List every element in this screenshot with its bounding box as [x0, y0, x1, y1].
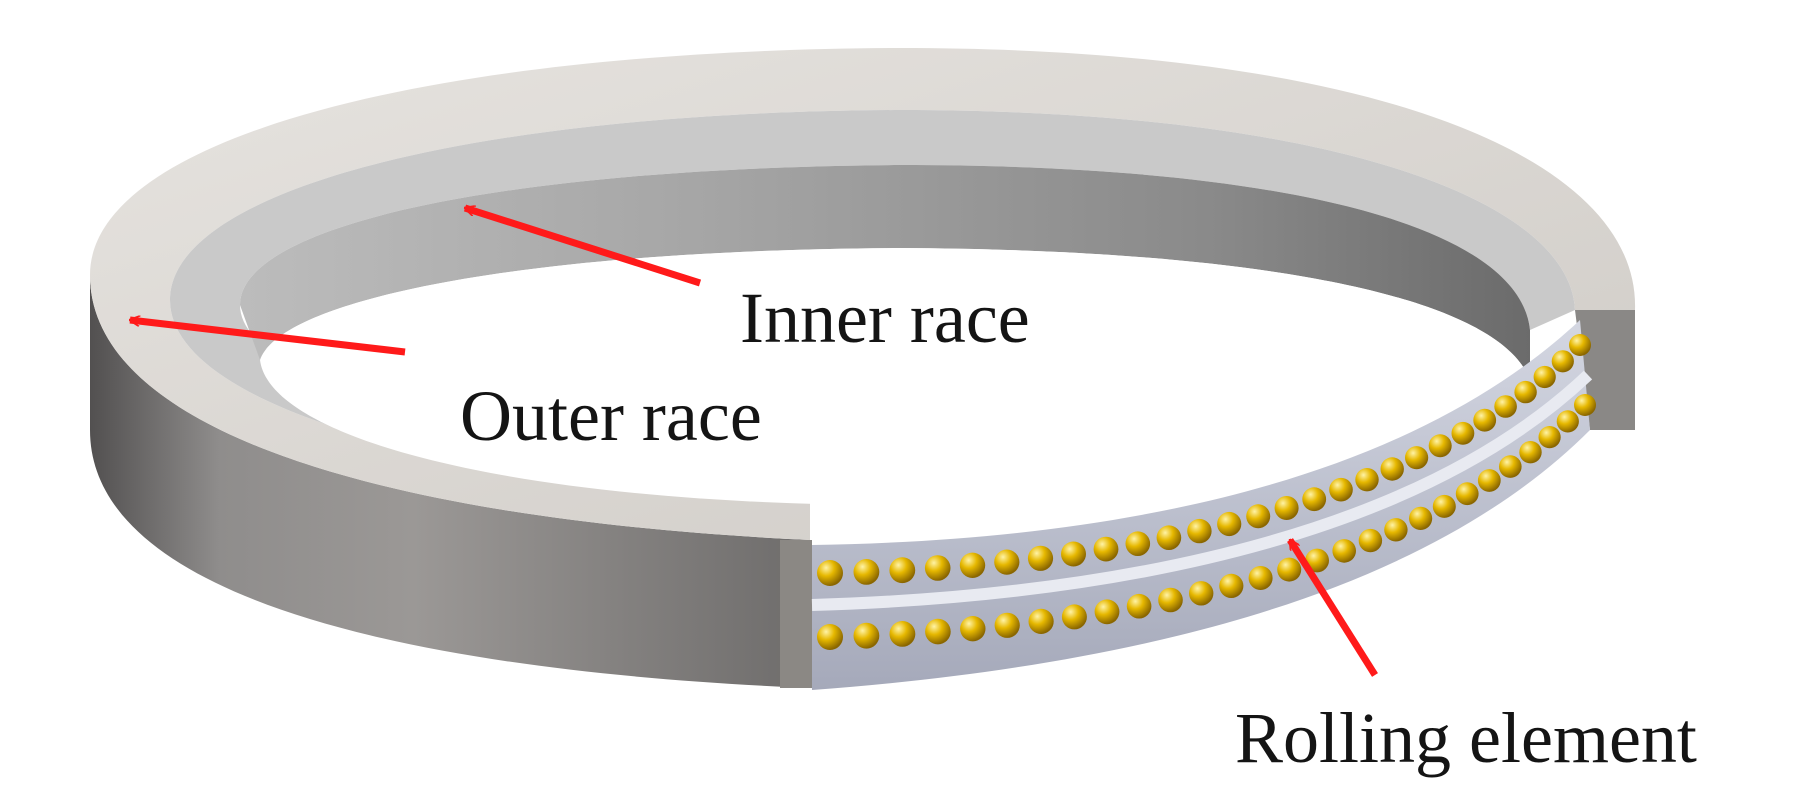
rolling-element-ball: [1499, 455, 1522, 478]
rolling-element-ball: [1305, 548, 1329, 573]
rolling-element-ball: [1358, 528, 1383, 553]
rolling-element-ball: [1538, 426, 1561, 449]
rolling-element-ball: [1248, 566, 1273, 590]
rolling-element-ball: [1094, 599, 1120, 625]
arrow-rolling-element: [1287, 540, 1378, 677]
rolling-element-ball: [1494, 395, 1517, 418]
rolling-element-ball: [1551, 350, 1574, 373]
rolling-element-ball: [817, 560, 843, 586]
rolling-element-ball: [1533, 365, 1556, 389]
rolling-element-ball: [817, 624, 843, 650]
rolling-element-ball: [959, 552, 986, 578]
rolling-element-ball: [1189, 581, 1214, 606]
rolling-element-ball: [924, 555, 951, 581]
rolling-element-ball: [1473, 408, 1497, 432]
rolling-element-ball: [1514, 380, 1537, 404]
rolling-element-ball: [1477, 469, 1501, 492]
track-separator: [811, 370, 1593, 611]
rolling-element-ball: [1217, 511, 1242, 537]
rolling-element-ball: [1574, 394, 1596, 416]
rolling-element-ball: [1187, 518, 1212, 544]
rolling-element-ball: [853, 622, 880, 649]
rolling-element-ball: [1093, 536, 1119, 562]
rolling-element-ball: [1246, 504, 1271, 529]
rolling-element-ball: [1432, 494, 1456, 518]
rolling-element-ball: [1061, 541, 1086, 567]
rolling-element-ball: [1126, 593, 1152, 619]
inner-race-wall: [240, 165, 1530, 380]
rolling-element-ball: [1405, 446, 1429, 470]
rolling-element-ball: [1428, 434, 1452, 458]
rolling-element-ball: [853, 559, 880, 585]
rolling-element-ball: [1451, 421, 1475, 445]
rolling-element-ball: [1409, 506, 1433, 530]
rolling-element-ball: [925, 618, 951, 645]
rolling-element-ball: [1519, 441, 1542, 464]
rolling-element-ball: [889, 621, 916, 647]
rolling-element-ball: [994, 612, 1020, 638]
label-outer-race: Outer race: [460, 376, 762, 456]
outer-race-end-face: [780, 540, 812, 688]
rolling-element-ball: [1158, 587, 1183, 613]
rolling-element-ball: [1277, 557, 1302, 582]
rolling-element-ball: [1556, 410, 1579, 433]
rolling-element-ball: [1061, 604, 1087, 630]
rolling-element-ball: [889, 557, 916, 584]
rolling-element-ball: [1028, 608, 1054, 635]
bearing-bore: [260, 248, 1530, 505]
rolling-element-ball: [1219, 573, 1244, 599]
rolling-element-ball: [1329, 477, 1353, 502]
rolling-element-ball: [1569, 334, 1591, 356]
label-rolling-element: Rolling element: [1235, 698, 1697, 778]
arrow-inner-race: [465, 204, 702, 287]
rolling-element-ball: [1156, 525, 1182, 550]
rolling-elements: [817, 334, 1596, 650]
rolling-element-ball: [1384, 518, 1408, 542]
rolling-element-ball: [960, 616, 986, 642]
label-inner-race: Inner race: [740, 278, 1030, 358]
rolling-element-ball: [1125, 531, 1151, 556]
rolling-element-ball: [1380, 457, 1404, 481]
rolling-element-ball: [1027, 545, 1054, 571]
outer-race-side: [90, 275, 810, 688]
arrow-outer-race: [130, 320, 406, 356]
rolling-element-ball: [994, 549, 1020, 575]
rolling-element-ball: [1274, 496, 1299, 520]
rolling-element-ball: [1355, 468, 1379, 492]
rolling-element-ball: [1332, 539, 1356, 563]
rolling-element-ball: [1455, 482, 1479, 506]
rolling-element-ball: [1302, 487, 1327, 512]
